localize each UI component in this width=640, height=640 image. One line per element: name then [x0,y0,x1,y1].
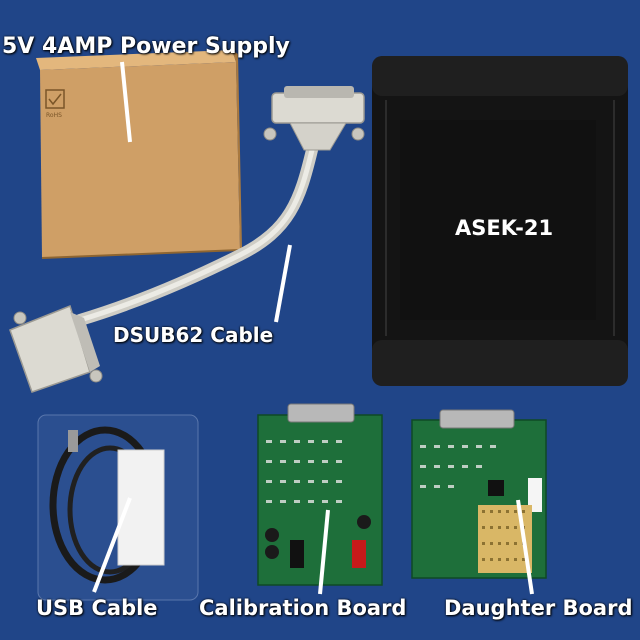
usb-plug [68,430,78,452]
calibration-pointer [318,509,330,595]
capacitor-left [265,528,279,542]
asek-21-enclosure [372,56,628,386]
rohs-check-icon [45,89,65,109]
box-print: RoHS [46,112,62,119]
power-supply-label: 5V 4AMP Power Supply [2,34,290,59]
dsub62-cable [9,86,365,393]
calibration-board [257,403,383,586]
daughter-board-label: Daughter Board [444,596,633,620]
daughter-board [411,409,547,579]
calibration-dsub [287,403,355,423]
daughter-dsub [439,409,515,429]
cable-pointer [274,244,292,323]
chip [488,480,504,496]
calibration-board-label: Calibration Board [199,596,407,620]
usb-pointer [92,497,132,593]
power-supply-pointer [120,61,132,143]
power-supply-box: RoHS [36,50,242,259]
daughter-pointer [516,499,534,595]
black-terminal [290,540,304,568]
white-label [528,478,542,512]
usb-cable-label: USB Cable [36,596,158,620]
cable-label: DSUB62 Cable [113,323,274,347]
red-terminal [352,540,366,568]
usb-cable-bag [37,414,199,601]
device-label: ASEK-21 [455,216,554,240]
